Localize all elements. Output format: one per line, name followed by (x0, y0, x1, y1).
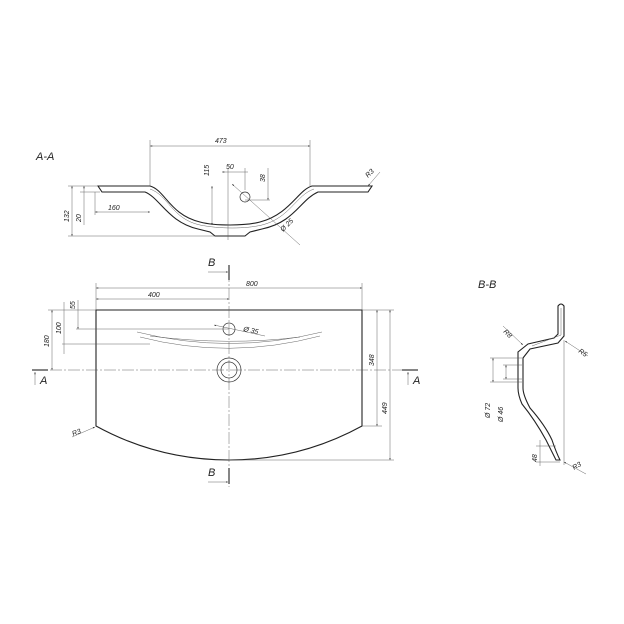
section-b-bottom-label: B (208, 467, 215, 479)
dim-20: 20 (76, 214, 83, 223)
dim-800: 800 (246, 281, 258, 288)
dim-r3-plan: R3 (71, 428, 82, 438)
section-b-b: B-B Ø 72 Ø 46 48 R8 R5 R3 (478, 279, 588, 475)
drain-outer (216, 357, 242, 383)
section-a-right-label: A (412, 375, 420, 387)
dim-r5: R5 (577, 348, 588, 359)
section-a-a: A-A 473 115 50 38 Ø 25 160 132 20 (35, 138, 381, 246)
section-a-a-label: A-A (35, 151, 54, 163)
dim-55: 55 (70, 301, 77, 309)
plan-view: B B A A 800 400 55 100 180 348 449 (32, 257, 420, 487)
dim-d72: Ø 72 (485, 403, 492, 419)
dim-50: 50 (226, 164, 234, 171)
dim-d35: Ø 35 (242, 326, 259, 336)
section-b-b-profile (517, 303, 565, 461)
dim-d46: Ø 46 (498, 407, 505, 423)
dim-100: 100 (56, 322, 63, 334)
dim-132: 132 (64, 210, 71, 222)
dim-r3-aa: R3 (364, 168, 375, 179)
section-a-left-label: A (39, 375, 47, 387)
dim-400: 400 (148, 292, 160, 299)
dim-r3-bb: R3 (572, 461, 583, 472)
section-a-a-profile (96, 185, 374, 237)
section-b-top-label: B (208, 257, 215, 269)
dim-348: 348 (369, 354, 376, 366)
dim-38: 38 (260, 174, 267, 182)
dim-r8: R8 (502, 328, 513, 339)
dim-180: 180 (44, 335, 51, 347)
dim-449: 449 (382, 402, 389, 414)
dim-d25: Ø 25 (279, 218, 295, 234)
dim-473: 473 (215, 138, 227, 145)
dim-160: 160 (108, 205, 120, 212)
section-b-b-label: B-B (478, 279, 496, 291)
dim-115: 115 (204, 165, 211, 176)
dim-48: 48 (532, 454, 539, 462)
